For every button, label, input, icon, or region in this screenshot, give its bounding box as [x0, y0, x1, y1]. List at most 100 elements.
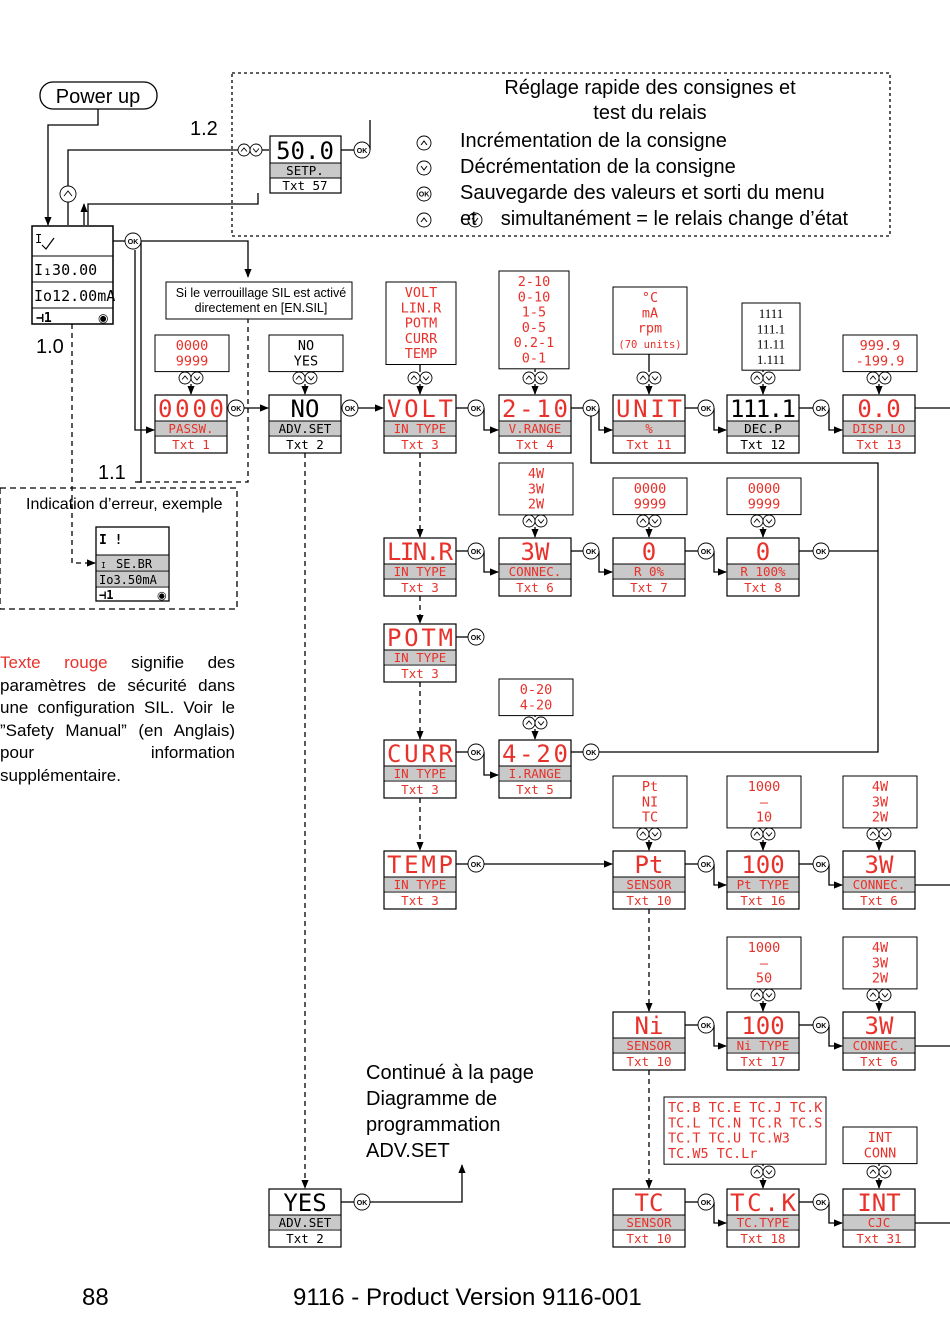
down-arrow-icon[interactable]: [878, 988, 892, 1002]
up-down-buttons[interactable]: [636, 514, 662, 528]
up-down-buttons[interactable]: [178, 371, 204, 385]
ok-icon[interactable]: [467, 855, 485, 873]
ok-button[interactable]: OK: [467, 542, 485, 560]
up-arrow-icon[interactable]: [750, 514, 764, 528]
up-down-buttons[interactable]: [750, 1165, 776, 1179]
ok-button[interactable]: OK: [812, 1193, 830, 1211]
ok-icon[interactable]: [467, 542, 485, 560]
up-arrow-icon[interactable]: [407, 371, 421, 385]
ok-button[interactable]: OK: [467, 743, 485, 761]
up-arrow-icon[interactable]: [237, 143, 251, 157]
ok-icon[interactable]: [697, 399, 715, 417]
down-arrow-icon[interactable]: [878, 827, 892, 841]
down-arrow-icon[interactable]: [249, 143, 263, 157]
ok-icon[interactable]: [353, 141, 371, 159]
up-down-buttons[interactable]: [292, 371, 318, 385]
up-down-buttons[interactable]: [237, 143, 263, 157]
up-arrow-icon[interactable]: [636, 827, 650, 841]
ok-button[interactable]: OK: [227, 399, 245, 417]
ok-icon[interactable]: [812, 1016, 830, 1034]
ok-icon[interactable]: [697, 1016, 715, 1034]
menu-box-unit[interactable]: UNIT%Txt 11: [612, 394, 686, 454]
ok-icon[interactable]: [697, 855, 715, 873]
menu-box-r0[interactable]: 0R 0%Txt 7: [612, 537, 686, 597]
up-arrow-icon[interactable]: [750, 1165, 764, 1179]
menu-box-r100[interactable]: 0R 100%Txt 8: [726, 537, 800, 597]
ok-button[interactable]: OK: [812, 399, 830, 417]
ok-button[interactable]: OK: [341, 399, 359, 417]
up-down-buttons[interactable]: [522, 371, 548, 385]
down-arrow-icon[interactable]: [648, 827, 662, 841]
ok-icon[interactable]: [812, 542, 830, 560]
up-arrow-icon[interactable]: [636, 514, 650, 528]
ok-button[interactable]: OK: [697, 542, 715, 560]
ok-icon[interactable]: [697, 542, 715, 560]
down-arrow-icon[interactable]: [304, 371, 318, 385]
up-arrow-icon[interactable]: [750, 827, 764, 841]
ok-icon[interactable]: [582, 542, 600, 560]
down-arrow-icon[interactable]: [534, 716, 548, 730]
ok-button[interactable]: OK: [812, 1016, 830, 1034]
ok-button[interactable]: OK: [812, 855, 830, 873]
ok-icon[interactable]: [341, 399, 359, 417]
up-arrow-icon[interactable]: [750, 988, 764, 1002]
down-arrow-icon[interactable]: [648, 371, 662, 385]
down-arrow-icon[interactable]: [648, 514, 662, 528]
down-arrow-icon[interactable]: [878, 371, 892, 385]
up-arrow-icon[interactable]: [178, 371, 192, 385]
up-arrow-icon[interactable]: [292, 371, 306, 385]
up-down-buttons[interactable]: [636, 371, 662, 385]
ok-button[interactable]: OK: [353, 1193, 371, 1211]
ok-icon[interactable]: [467, 628, 485, 646]
ok-icon[interactable]: [467, 743, 485, 761]
up-down-buttons[interactable]: [866, 1165, 892, 1179]
up-down-buttons[interactable]: [636, 827, 662, 841]
up-down-buttons[interactable]: [522, 716, 548, 730]
down-arrow-icon[interactable]: [762, 1165, 776, 1179]
up-arrow-icon[interactable]: [866, 988, 880, 1002]
up-down-buttons[interactable]: [750, 988, 776, 1002]
down-arrow-icon[interactable]: [762, 514, 776, 528]
up-arrow-icon[interactable]: [522, 716, 536, 730]
down-arrow-icon[interactable]: [419, 371, 433, 385]
ok-icon[interactable]: [227, 399, 245, 417]
ok-button[interactable]: OK: [697, 1016, 715, 1034]
up-arrow-icon[interactable]: [522, 514, 536, 528]
ok-button[interactable]: OK: [467, 855, 485, 873]
up-arrow-icon[interactable]: [59, 185, 77, 203]
down-arrow-icon[interactable]: [878, 1165, 892, 1179]
up-down-buttons[interactable]: [866, 988, 892, 1002]
up-arrow-icon[interactable]: [866, 827, 880, 841]
up-down-buttons[interactable]: [522, 514, 548, 528]
up-down-buttons[interactable]: [866, 827, 892, 841]
ok-button[interactable]: OK: [467, 399, 485, 417]
down-arrow-icon[interactable]: [190, 371, 204, 385]
ok-icon[interactable]: [812, 855, 830, 873]
up-arrow-icon[interactable]: [522, 371, 536, 385]
ok-button[interactable]: OK: [582, 743, 600, 761]
up-arrow-icon[interactable]: [750, 371, 764, 385]
ok-icon[interactable]: [812, 399, 830, 417]
up-down-buttons[interactable]: [866, 371, 892, 385]
up-down-buttons[interactable]: [750, 827, 776, 841]
ok-icon[interactable]: [582, 743, 600, 761]
